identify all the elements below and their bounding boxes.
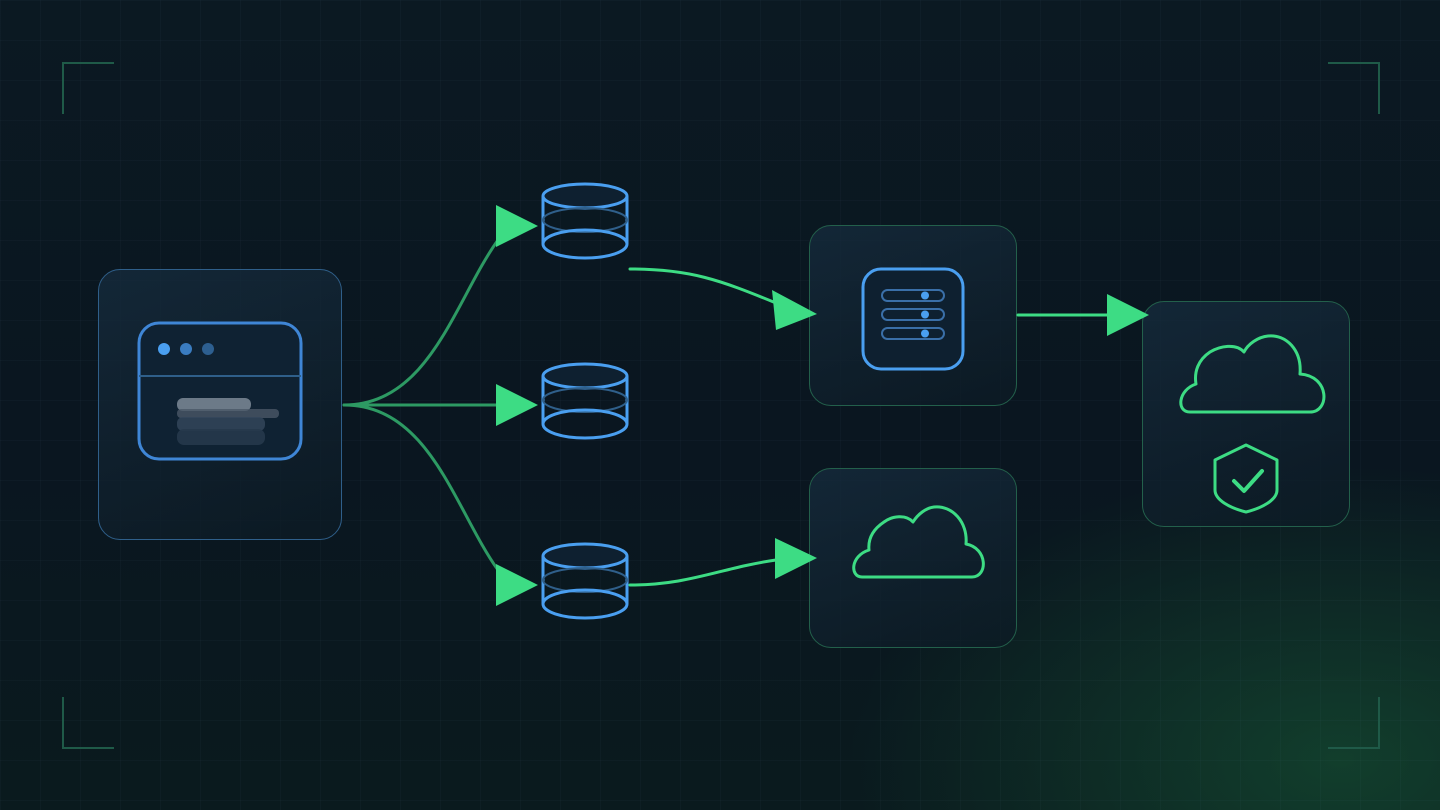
arrowhead-cloud [775,538,817,579]
arrowhead-db-1 [496,205,538,247]
corner-bracket-top-right [1328,62,1380,114]
arrowhead-secure-cloud [1107,294,1149,336]
arrowheads [496,205,1149,606]
cloud-icon [852,505,985,579]
edge-client-to-db-3 [342,403,500,572]
database-icon [541,362,629,440]
corner-bracket-bottom-left [62,697,114,749]
database-icon [541,182,629,260]
corner-bracket-bottom-right [1328,697,1380,749]
corner-bracket-top-left [62,62,114,114]
server-icon [861,267,965,371]
arrowhead-db-3 [496,564,538,606]
edge-db-3-to-cloud [628,558,778,587]
shield-check-icon [1213,443,1279,514]
edge-client-to-db-1 [342,238,500,407]
edges [342,238,1110,587]
edge-db-1-to-server [628,267,778,305]
cloud-icon [1179,334,1326,414]
arrowhead-server [772,290,817,330]
browser-window-icon [137,321,303,461]
arrowhead-db-2 [496,384,538,426]
database-icon [541,542,629,620]
